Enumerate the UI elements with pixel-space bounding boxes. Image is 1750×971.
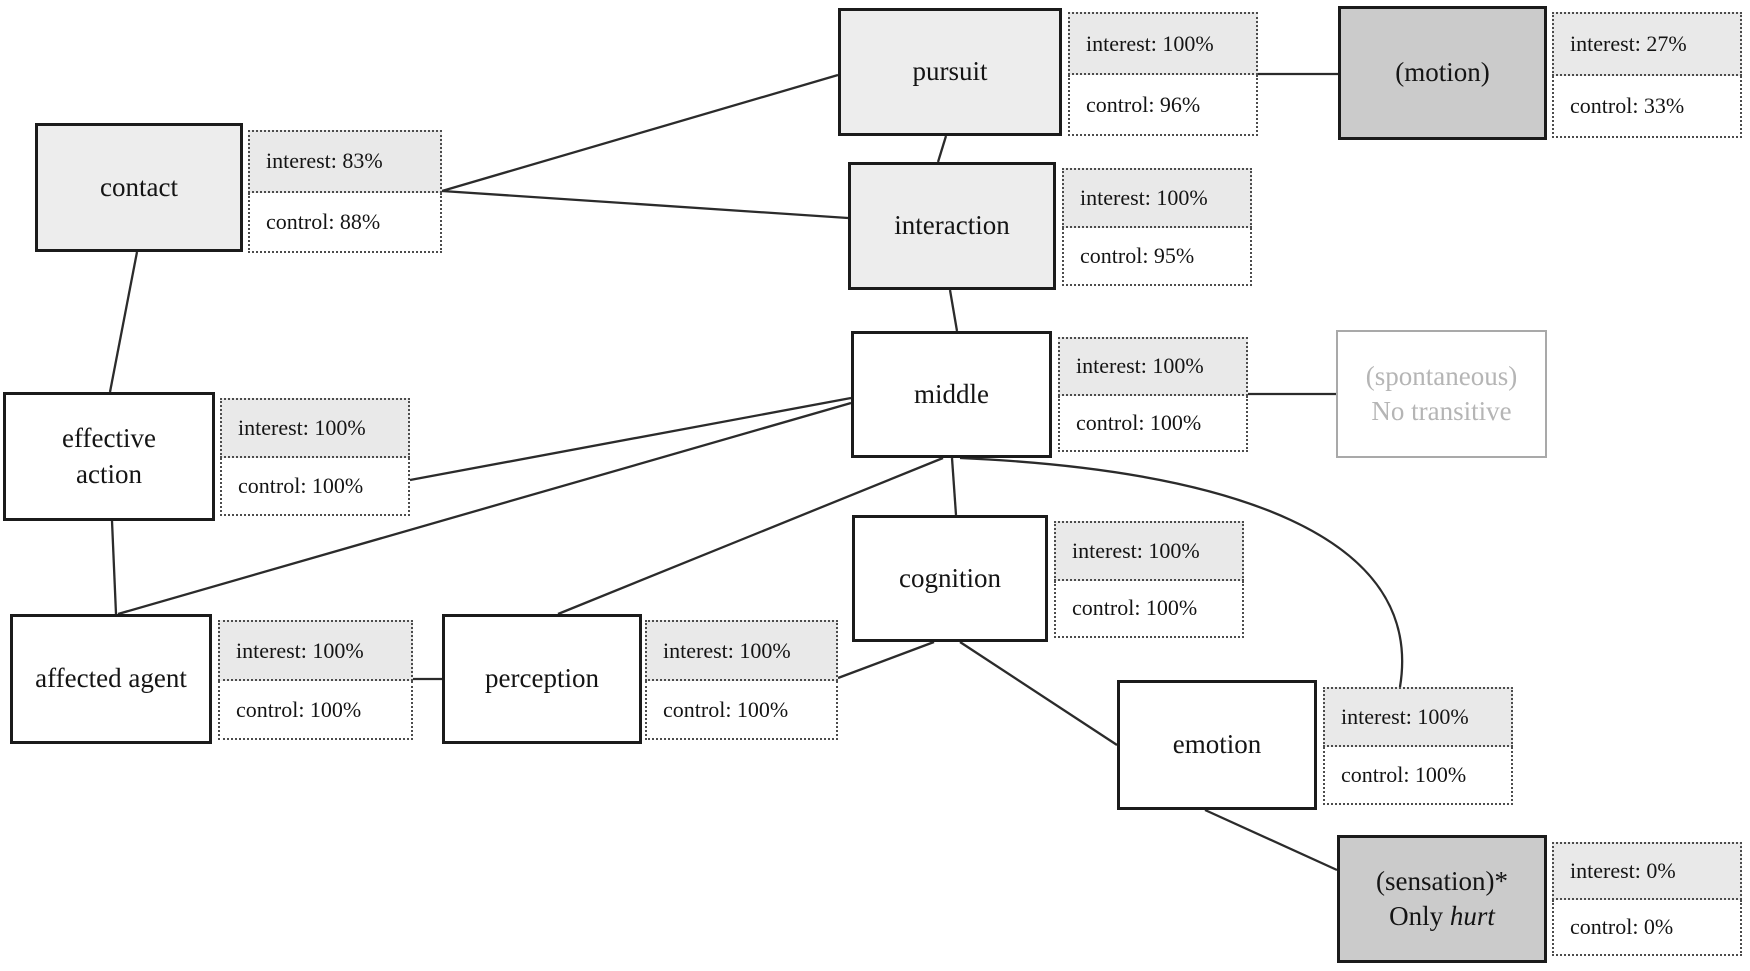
- edge-pursuit-interaction: [936, 135, 948, 163]
- node-spontaneous-label-line1: (spontaneous): [1365, 360, 1518, 391]
- node-contact: contact: [35, 123, 243, 252]
- emotion-interest-value: interest: 100%: [1323, 687, 1513, 747]
- perception-interest-value: interest: 100%: [645, 620, 838, 681]
- interaction-control-value: control: 95%: [1062, 228, 1252, 286]
- contact-interest-value: interest: 83%: [248, 130, 442, 193]
- labels-middle: interest: 100% control: 100%: [1058, 337, 1248, 452]
- edge-contact-pursuit: [441, 73, 839, 193]
- edge-middle-perception: [557, 456, 944, 616]
- effective-action-control-value: control: 100%: [220, 458, 410, 516]
- node-middle-label: middle: [914, 378, 989, 409]
- edge-effective-action-affected-agent: [110, 520, 118, 615]
- edge-effective-action-middle: [409, 396, 852, 482]
- labels-pursuit: interest: 100% control: 96%: [1068, 12, 1258, 136]
- motion-interest-value: interest: 27%: [1552, 12, 1742, 76]
- motion-control-value: control: 33%: [1552, 76, 1742, 138]
- node-sensation-label-line2: Only hurt: [1389, 899, 1495, 934]
- node-effective-action-label-line2: action: [76, 458, 142, 489]
- contact-control-value: control: 88%: [248, 192, 442, 253]
- node-sensation-label-line2-italic: hurt: [1449, 901, 1495, 931]
- cognition-interest-value: interest: 100%: [1054, 521, 1244, 581]
- node-affected-agent-label: affected agent: [35, 663, 187, 694]
- middle-control-value: control: 100%: [1058, 395, 1248, 452]
- node-motion-label: (motion): [1395, 57, 1490, 88]
- middle-interest-value: interest: 100%: [1058, 337, 1248, 396]
- labels-contact: interest: 83% control: 88%: [248, 130, 442, 253]
- node-pursuit: pursuit: [838, 8, 1062, 136]
- node-pursuit-label: pursuit: [912, 56, 988, 87]
- node-cognition-label: cognition: [899, 562, 1001, 593]
- perception-control-value: control: 100%: [645, 681, 838, 740]
- labels-motion: interest: 27% control: 33%: [1552, 12, 1742, 138]
- node-cognition: cognition: [852, 515, 1048, 642]
- sensation-control-value: control: 0%: [1552, 900, 1742, 956]
- edge-contact-interaction: [441, 189, 849, 220]
- pursuit-interest-value: interest: 100%: [1068, 12, 1258, 75]
- interaction-interest-value: interest: 100%: [1062, 168, 1252, 228]
- edge-contact-effective-action: [108, 251, 139, 393]
- edge-cognition-emotion: [959, 641, 1118, 746]
- labels-interaction: interest: 100% control: 95%: [1062, 168, 1252, 286]
- edge-interaction-middle: [948, 289, 959, 332]
- node-effective-action: effective action: [3, 392, 215, 521]
- node-interaction-label: interaction: [894, 210, 1010, 241]
- affected-agent-control-value: control: 100%: [218, 681, 413, 740]
- pursuit-control-value: control: 96%: [1068, 75, 1258, 136]
- labels-affected-agent: interest: 100% control: 100%: [218, 620, 413, 740]
- node-perception-label: perception: [485, 663, 599, 694]
- edge-affected-agent-middle: [117, 401, 852, 616]
- node-emotion-label: emotion: [1172, 729, 1262, 760]
- node-spontaneous-label-line2: No transitive: [1371, 396, 1512, 426]
- edge-middle-emotion-curve: [959, 456, 1404, 688]
- affected-agent-interest-value: interest: 100%: [218, 620, 413, 681]
- node-motion: (motion): [1338, 6, 1547, 140]
- edge-emotion-sensation: [1204, 808, 1338, 872]
- node-contact-label: contact: [100, 171, 178, 202]
- edge-cognition-perception: [837, 640, 935, 680]
- node-sensation: (sensation)* Only hurt: [1337, 835, 1547, 963]
- labels-cognition: interest: 100% control: 100%: [1054, 521, 1244, 638]
- labels-emotion: interest: 100% control: 100%: [1323, 687, 1513, 805]
- effective-action-interest-value: interest: 100%: [220, 398, 410, 458]
- labels-perception: interest: 100% control: 100%: [645, 620, 838, 740]
- node-sensation-label-line2-prefix: Only: [1389, 901, 1450, 931]
- node-sensation-label-line1: (sensation)*: [1376, 865, 1508, 896]
- node-interaction: interaction: [848, 162, 1056, 290]
- cognition-control-value: control: 100%: [1054, 580, 1244, 638]
- node-effective-action-label-line1: effective: [62, 423, 156, 454]
- labels-sensation: interest: 0% control: 0%: [1552, 842, 1742, 956]
- labels-effective-action: interest: 100% control: 100%: [220, 398, 410, 516]
- edge-middle-cognition: [950, 457, 958, 516]
- emotion-control-value: control: 100%: [1323, 747, 1513, 805]
- node-emotion: emotion: [1117, 680, 1317, 810]
- node-perception: perception: [442, 614, 642, 744]
- node-middle: middle: [851, 331, 1052, 458]
- node-affected-agent: affected agent: [10, 614, 212, 744]
- node-spontaneous: (spontaneous) No transitive: [1336, 330, 1547, 458]
- sensation-interest-value: interest: 0%: [1552, 842, 1742, 900]
